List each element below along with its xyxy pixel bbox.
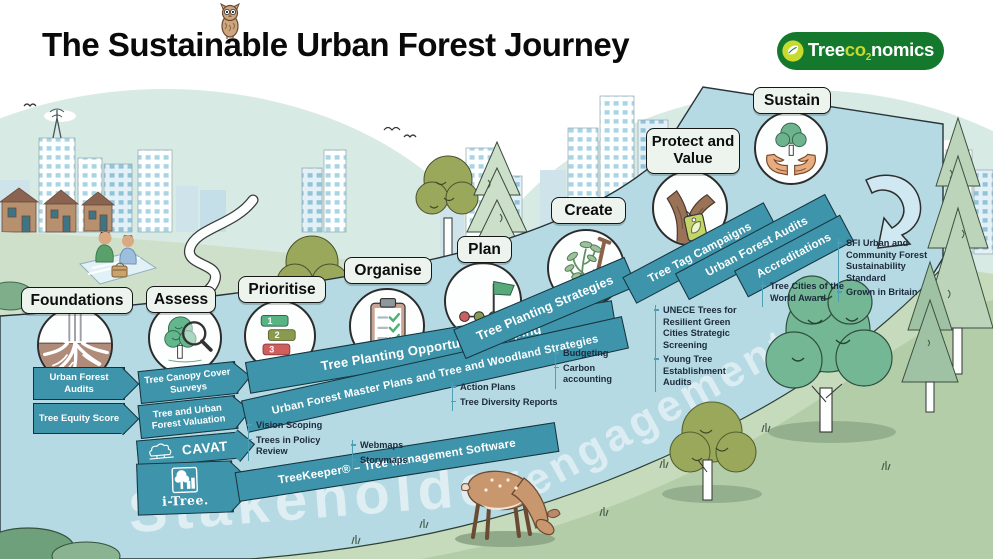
stage-label-create: Create	[551, 197, 626, 224]
tree-magnifier-icon	[164, 316, 213, 363]
chip-urban-forest-audits: Urban Forest Audits	[33, 367, 125, 400]
svg-text:1: 1	[267, 316, 272, 326]
antenna-tower	[49, 108, 65, 139]
note-vision-scoping: Vision Scoping Trees in Policy Review	[247, 420, 346, 461]
chip-itree: i-Tree.	[136, 460, 234, 516]
note-item: Young Tree Establishment Audits	[654, 354, 753, 389]
houses	[0, 187, 116, 233]
stage-label-assess: Assess	[146, 286, 216, 313]
note-item: Budgeting	[554, 348, 629, 360]
note-item: Grown in Britain	[837, 287, 946, 299]
svg-text:2: 2	[275, 330, 280, 340]
birds	[23, 103, 417, 138]
bush-corner	[51, 541, 121, 559]
stage-label-foundations: Foundations	[21, 287, 133, 314]
protect-circle	[652, 170, 728, 246]
logo-text-tree: Tree	[807, 39, 845, 60]
picnic-illustration	[79, 231, 158, 285]
grass-tufts	[351, 423, 891, 545]
cavat-icon	[149, 443, 174, 460]
note-item: UNECE Trees for Resilient Green Cities S…	[654, 305, 753, 351]
note-unece: UNECE Trees for Resilient Green Cities S…	[654, 305, 753, 392]
note-item: Tree Cities of the World Award	[761, 281, 848, 304]
note-item: Trees in Policy Review	[247, 435, 346, 458]
owl-icon	[220, 3, 240, 39]
tree-olive-front	[669, 401, 757, 501]
note-item: Webmaps	[351, 440, 440, 452]
note-item: Storymaps	[351, 455, 440, 467]
logo-text-nomics: nomics	[871, 39, 934, 60]
chip-cavat: CAVAT	[136, 431, 242, 468]
itree-logo-icon	[171, 466, 198, 494]
note-item: Vision Scoping	[247, 420, 346, 432]
logo-wordmark: Treeco2nomics	[808, 39, 934, 63]
note-webmaps: Webmaps Storymaps	[351, 440, 440, 469]
tree-olive-mid	[415, 155, 479, 265]
stage-label-prioritise: Prioritise	[238, 276, 326, 303]
note-item: Tree Diversity Reports	[451, 397, 582, 409]
pines-right	[901, 116, 993, 413]
tree-teal-front	[765, 275, 893, 433]
note-sfi: SFI Urban and Community Forest Sustainab…	[837, 238, 946, 302]
logo-text-sub2: 2	[865, 52, 872, 63]
chip-tree-equity-score: Tree Equity Score	[33, 403, 125, 434]
front-hill-mid	[420, 300, 993, 559]
logo-text-co: co	[844, 39, 866, 60]
note-item: Carbon accounting	[554, 363, 629, 386]
priority-list-icon: 1 2 3	[260, 314, 296, 356]
treeconomics-logo: Treeco2nomics	[777, 32, 944, 70]
stage-label-sustain: Sustain	[753, 87, 831, 114]
svg-text:3: 3	[269, 345, 274, 355]
hands-tree-icon	[766, 122, 816, 176]
deer-illustration	[455, 470, 561, 547]
cycle-arrow-icon	[865, 174, 922, 249]
note-action-plans: Action Plans Tree Diversity Reports	[451, 382, 582, 411]
note-tree-cities: Tree Cities of the World Award	[761, 281, 848, 307]
stage-label-plan: Plan	[457, 236, 512, 263]
stage-label-organise: Organise	[344, 257, 432, 284]
stage-label-protect-and-value: Protect and Value	[646, 128, 740, 174]
note-budgeting: Budgeting Carbon accounting	[554, 348, 629, 389]
page-title: The Sustainable Urban Forest Journey	[42, 26, 630, 63]
leaf-icon	[782, 40, 804, 62]
note-item: SFI Urban and Community Forest Sustainab…	[837, 238, 946, 284]
sustain-circle	[754, 111, 828, 185]
note-item: Action Plans	[451, 382, 582, 394]
